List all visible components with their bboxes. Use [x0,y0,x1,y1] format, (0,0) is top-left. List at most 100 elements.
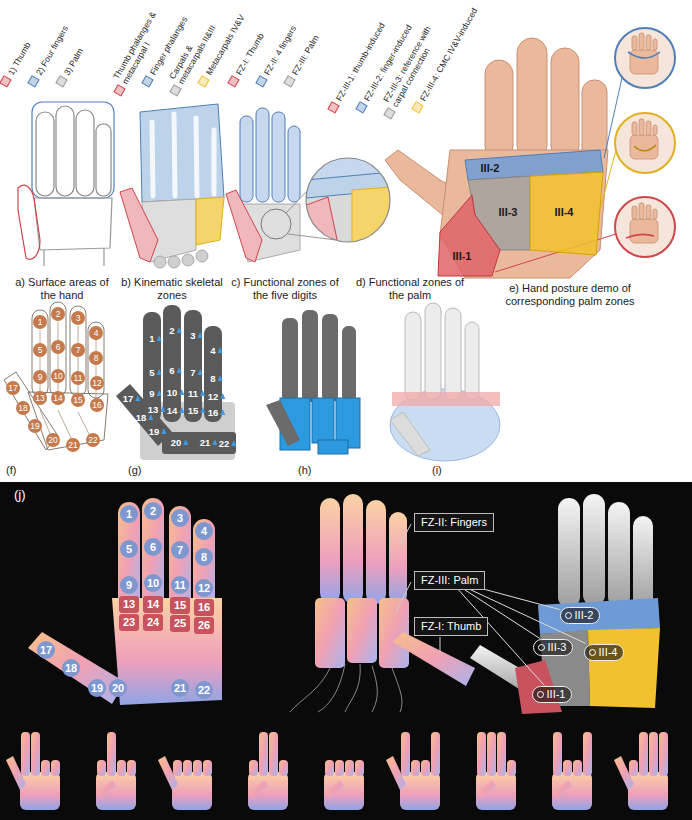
node-text: 13 [35,393,44,403]
posture-thumbnail [324,760,364,810]
posture-thumbnail [158,756,212,810]
node-text: III-2 [481,162,500,174]
sensor-number: 7 [190,367,195,378]
zone-shape [438,195,500,276]
panel-caption: d) Functional zones of the palm [354,276,466,302]
robot-hand-zones [608,502,630,608]
node-text: FZ-III: Palm [421,574,478,587]
mechanism-hand [322,314,338,402]
posture-icons [615,28,675,88]
thumbnail-finger [345,760,354,776]
photo-background [0,482,692,820]
legend-text: 1) Thumb [6,40,33,76]
legend-swatch [355,101,367,113]
posture-icon-hands [646,35,651,50]
node-text: 20 [112,682,124,694]
skeleton-zones [154,256,166,268]
zone-marker: III-1 [532,686,573,703]
leader-line [440,637,441,654]
direction-arrow [198,369,203,375]
hand-outline [32,102,114,198]
node-text: 11 [74,373,83,383]
posture-icon-hands [630,135,658,159]
thumbnail-finger [431,732,440,776]
sensor-number: 14 [167,405,178,416]
node-text: 1 [38,317,43,327]
palm-zone: III-4 [530,172,603,255]
posture-thumbnail [552,732,592,810]
legend-swatch [283,75,295,87]
motion-arrow [628,52,660,58]
thumbnail-finger [249,760,258,776]
robot-hand-back [343,494,363,604]
sensor-number: 18 [136,412,147,423]
node-text: 5 [126,543,132,555]
direction-arrow [212,439,217,445]
node-text: 9 [126,579,132,591]
node-text: 10 [147,577,159,589]
joint-marker: 11 [71,371,85,385]
sensor-marker: 26 [194,617,214,634]
hand-outline [76,110,94,196]
legend-swatch [255,75,267,87]
node-text: 11 [174,579,186,591]
posture-thumbnail [248,732,288,810]
thumbnail-finger [279,760,288,776]
thumbnail-palm [324,772,364,810]
thumbnail-finger [335,760,344,776]
legend-swatch [411,101,423,113]
robot-hand-zones [558,498,580,608]
thumbnail-finger [649,732,658,776]
hand-photo [517,38,547,160]
mechanism-hand [318,440,348,454]
skeleton-zones [120,104,224,268]
node-text: 21 [68,440,77,450]
node-text: 14 [53,393,62,403]
motion-arrow [626,52,660,238]
robot-hand-front [28,498,222,705]
sensor-marker: 3 [171,509,189,527]
panel-letter: (j) [14,488,26,501]
node-text: 16 [92,400,101,410]
sensor-marker: 16 [194,599,214,616]
node-text: FZ-II: Fingers [421,516,487,529]
digit-zones [240,108,300,202]
node-text: III-1 [453,250,472,262]
joint-marker: 3 [71,311,85,325]
sensor-number: 2 [169,325,174,336]
joint-marker: 22 [86,433,100,447]
joint-marker: 20 [46,433,60,447]
sensor-marker: 19 [88,679,106,697]
skeleton-zones [196,118,197,196]
thumbnail-thumb [6,756,26,790]
posture-icons [615,28,675,257]
skeleton-zones [196,250,208,262]
node-text: 14 [147,598,159,610]
thumbnail-finger [563,760,572,776]
hand-sketch [4,302,108,450]
node-text: 7 [76,345,81,355]
node-text: 3 [76,313,81,323]
legend-text: FZ-III-1: thumb-induced [334,21,387,103]
marker-ring [537,691,544,698]
robot-hand-front [142,498,164,610]
node-text: 13 [123,598,135,610]
node-text: 4 [201,525,207,537]
posture-thumbnail [614,732,668,810]
marker-ring [589,649,596,656]
node-text: 26 [198,619,210,631]
sensor-marker: 2 [144,502,162,520]
thumbnail-finger [203,760,212,776]
node-text: 12 [198,582,210,594]
thumbnail-finger [269,732,278,776]
sensor-marker: 4 [195,522,213,540]
node-text: III-3 [548,641,567,654]
sensor-marker: 5 [120,540,138,558]
node-text: 3 [177,512,183,524]
connector [485,590,559,610]
joint-marker: 9 [33,370,47,384]
thumbnail-finger [583,732,592,776]
robot-hand-zones [470,494,660,714]
